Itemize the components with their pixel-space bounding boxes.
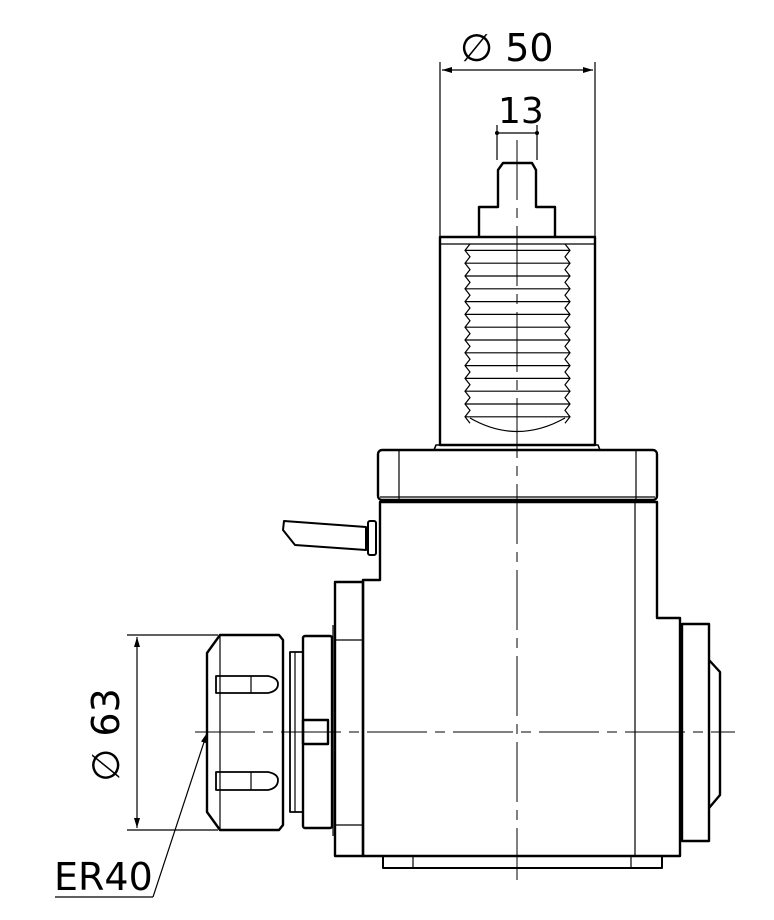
diameter-symbol: ∅	[460, 26, 494, 70]
er40-label: ER40	[54, 855, 153, 899]
clamping-ring	[376, 448, 659, 502]
drive-tang	[477, 161, 557, 237]
diameter-50-dimension	[439, 62, 596, 237]
dimension-value: 63	[84, 688, 128, 737]
diameter-50-label: ∅ 50	[460, 26, 554, 70]
dimension-value: 50	[505, 26, 554, 70]
output-flange	[289, 580, 365, 858]
lever	[282, 520, 377, 556]
right-cap	[680, 622, 722, 843]
shank	[433, 235, 601, 451]
tang-13-dimension	[495, 125, 539, 160]
diameter-63-label: ∅ 63	[84, 688, 128, 782]
housing-body	[361, 500, 682, 869]
tang-13-label: 13	[498, 91, 544, 132]
diameter-symbol: ∅	[84, 748, 128, 782]
er40-leader	[55, 732, 208, 898]
er-collet-nut	[205, 633, 285, 832]
diameter-63-dimension	[127, 634, 218, 831]
